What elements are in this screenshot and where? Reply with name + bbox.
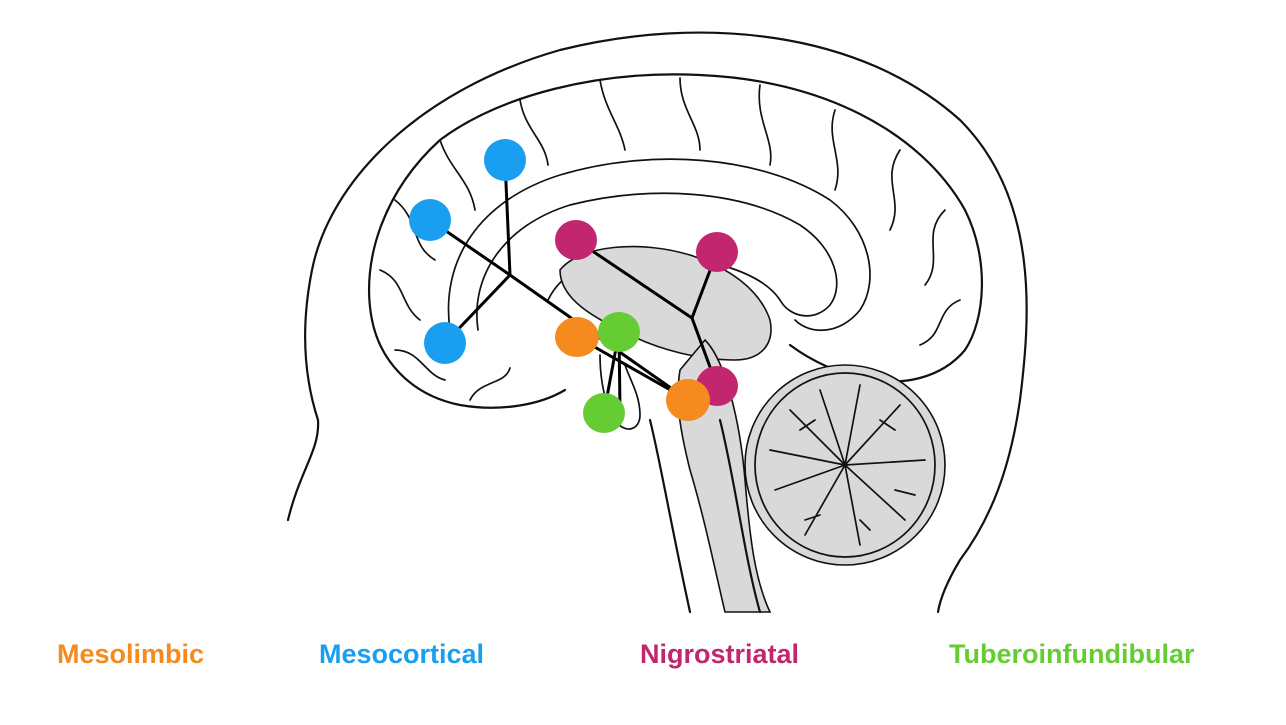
cerebellum — [754, 372, 936, 558]
pathway-nodes — [409, 139, 738, 433]
head-outline — [286, 31, 1028, 614]
legend-nigrostriatal: Nigrostriatal — [640, 639, 800, 669]
legend-tuberoinfundibular: Tuberoinfundibular — [949, 639, 1195, 669]
legend-mesocortical: Mesocortical — [319, 639, 485, 669]
tuberoinfundibular-node-2 — [583, 393, 625, 433]
mesolimbic-node-1 — [555, 317, 599, 357]
gyri-folds — [379, 77, 961, 401]
tuberoinfundibular-node-1 — [598, 312, 640, 352]
nigrostriatal-node-1 — [555, 220, 597, 260]
brainstem-outline — [648, 418, 762, 614]
nigrostriatal-line-1 — [574, 238, 694, 320]
cingulate-gyrus — [447, 158, 871, 332]
mesocortical-node-2 — [409, 199, 451, 241]
mesolimbic-node-2 — [666, 379, 710, 421]
nigrostriatal-node-2 — [696, 232, 738, 272]
mesocortical-node-3 — [424, 322, 466, 364]
pituitary — [599, 354, 641, 430]
mesocortical-node-1 — [484, 139, 526, 181]
legend-mesolimbic: Mesolimbic — [57, 639, 205, 669]
cerebellum-folia — [769, 384, 926, 546]
